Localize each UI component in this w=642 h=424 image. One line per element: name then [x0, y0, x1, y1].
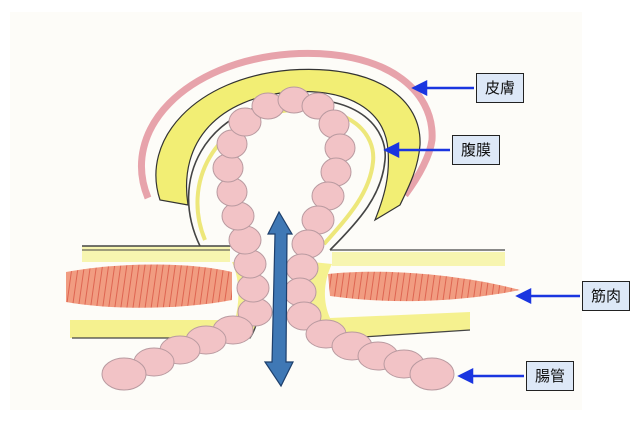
muscle-left	[66, 265, 232, 308]
label-intestine: 腸管	[526, 361, 574, 391]
label-skin: 皮膚	[476, 73, 524, 103]
label-muscle: 筋肉	[582, 281, 630, 311]
upper-layer-left	[82, 246, 230, 262]
muscle-right	[328, 272, 520, 301]
upper-layer-right	[332, 252, 505, 266]
label-peritoneum: 腹膜	[452, 135, 500, 165]
